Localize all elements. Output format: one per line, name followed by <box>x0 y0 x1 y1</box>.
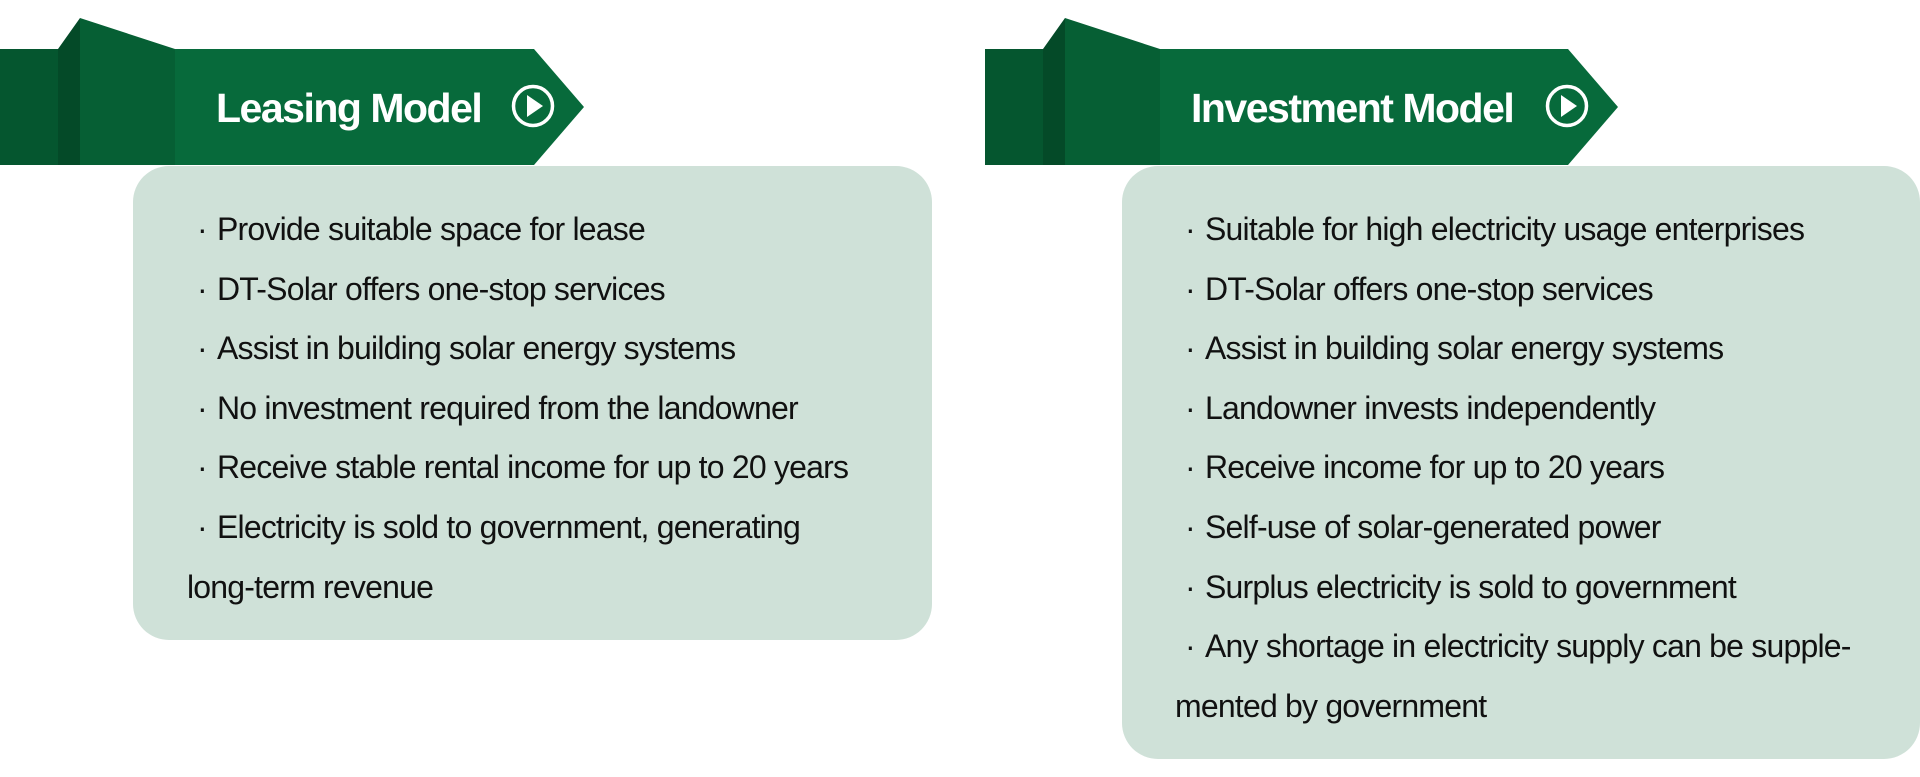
bullet: · <box>1185 330 1196 367</box>
list-item-text: Provide suitable space for lease <box>217 211 646 247</box>
investment-model-content-box <box>1122 166 1920 759</box>
list-item-text: Suitable for high electricity usage ente… <box>1205 211 1805 247</box>
investment-model-card: Investment Model ·Suitable for high elec… <box>985 0 1920 777</box>
play-circle-icon[interactable] <box>1545 84 1589 128</box>
leasing-model-banner <box>0 18 600 168</box>
play-circle-icon[interactable] <box>511 84 555 128</box>
leasing-model-card: Leasing Model ·Provide suitable space fo… <box>0 18 932 640</box>
investment-model-feature-list: ·Suitable for high electricity usage ent… <box>1175 200 1907 736</box>
banner-ribbon-shape <box>0 18 584 168</box>
list-item: ·Any shortage in electricity supply can … <box>1175 617 1907 736</box>
investment-model-banner <box>985 18 1618 168</box>
bullet: · <box>197 389 208 426</box>
list-item-continuation: long-term revenue <box>187 568 434 605</box>
list-item-continuation: mented by government <box>1175 687 1487 724</box>
bullet: · <box>1185 508 1196 545</box>
list-item-text: Surplus electricity is sold to governmen… <box>1205 568 1737 605</box>
list-item: ·Suitable for high electricity usage ent… <box>1177 200 1907 260</box>
list-item: ·Electricity is sold to government, gene… <box>187 498 909 617</box>
list-item-text: Assist in building solar energy systems <box>217 330 736 367</box>
list-item-text: Assist in building solar energy systems <box>1205 330 1724 367</box>
bullet: · <box>1185 568 1196 605</box>
list-item: ·No investment required from the landown… <box>189 379 909 439</box>
list-item-text: DT-Solar offers one-stop services <box>1205 270 1654 307</box>
investment-model-title: Investment Model <box>1191 85 1515 131</box>
bullet: · <box>1185 628 1196 665</box>
list-item-text: Landowner invests independently <box>1205 389 1656 426</box>
list-item: ·DT-Solar offers one-stop services <box>1177 260 1907 320</box>
list-item-text: No investment required from the landowne… <box>217 389 799 426</box>
list-item: ·Self-use of solar-generated power <box>1177 498 1907 558</box>
list-item: ·Surplus electricity is sold to governme… <box>1177 558 1907 618</box>
list-item-text: Self-use of solar-generated power <box>1205 508 1661 545</box>
bullet: · <box>197 270 208 307</box>
bullet: · <box>1185 270 1196 307</box>
bullet: · <box>197 330 208 367</box>
list-item-text: Receive income for up to 20 years <box>1205 449 1665 486</box>
bullet: · <box>1185 211 1196 247</box>
leasing-model-title: Leasing Model <box>216 85 483 131</box>
bullet: · <box>1185 389 1196 426</box>
bullet: · <box>197 211 208 247</box>
bullet: · <box>197 449 208 486</box>
list-item: ·Landowner invests independently <box>1177 379 1907 439</box>
leasing-model-feature-list: ·Provide suitable space for lease ·DT-So… <box>187 200 909 617</box>
list-item: ·Receive stable rental income for up to … <box>189 438 909 498</box>
list-item: ·DT-Solar offers one-stop services <box>189 260 909 320</box>
bullet: · <box>1185 449 1196 486</box>
bullet: · <box>197 508 208 545</box>
list-item-text: Electricity is sold to government, gener… <box>217 508 801 545</box>
banner-ribbon-shape <box>985 18 1618 168</box>
list-item-text: Receive stable rental income for up to 2… <box>217 449 849 486</box>
list-item-text: DT-Solar offers one-stop services <box>217 270 666 307</box>
leasing-model-content-box <box>133 166 932 640</box>
list-item: ·Receive income for up to 20 years <box>1177 438 1907 498</box>
list-item: ·Assist in building solar energy systems <box>1177 319 1907 379</box>
list-item: ·Assist in building solar energy systems <box>189 319 909 379</box>
list-item: ·Provide suitable space for lease <box>189 200 909 260</box>
list-item-text: Any shortage in electricity supply can b… <box>1205 628 1851 665</box>
